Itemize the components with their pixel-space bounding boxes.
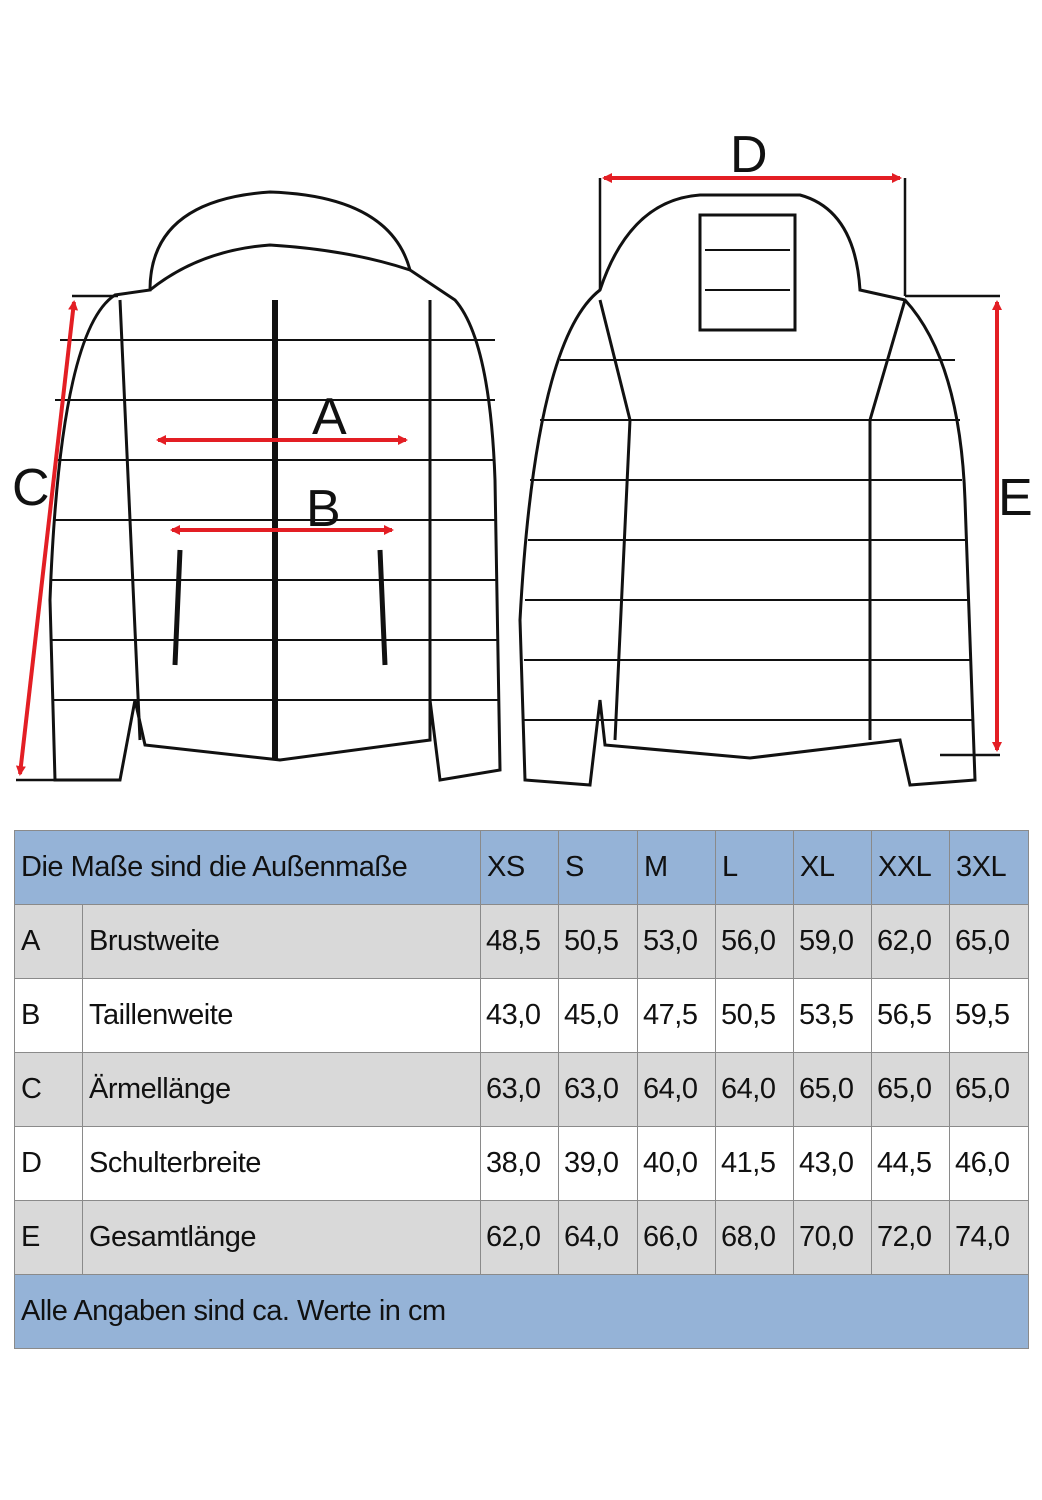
measurement-name: Taillenweite — [82, 978, 481, 1053]
size-value: 43,0 — [480, 978, 559, 1053]
size-value: 66,0 — [637, 1200, 716, 1275]
size-header-l: L — [715, 830, 794, 905]
size-header-xxl: XXL — [871, 830, 950, 905]
size-value: 65,0 — [793, 1052, 872, 1127]
size-value: 59,5 — [949, 978, 1029, 1053]
label-b: B — [306, 480, 341, 538]
size-value: 63,0 — [480, 1052, 559, 1127]
measurement-guide-lines — [16, 178, 1000, 782]
size-value: 65,0 — [949, 904, 1029, 979]
size-header-3xl: 3XL — [949, 830, 1029, 905]
size-header-xs: XS — [480, 830, 559, 905]
measurement-name: Ärmellänge — [82, 1052, 481, 1127]
measurement-name: Gesamtlänge — [82, 1200, 481, 1275]
size-value: 65,0 — [949, 1052, 1029, 1127]
size-value: 43,0 — [793, 1126, 872, 1201]
size-value: 53,5 — [793, 978, 872, 1053]
size-value: 65,0 — [871, 1052, 950, 1127]
size-value: 56,5 — [871, 978, 950, 1053]
size-value: 50,5 — [558, 904, 638, 979]
size-value: 48,5 — [480, 904, 559, 979]
jacket-front-illustration — [48, 190, 502, 782]
size-value: 45,0 — [558, 978, 638, 1053]
measurement-letter: D — [14, 1126, 83, 1201]
size-value: 50,5 — [715, 978, 794, 1053]
size-value: 74,0 — [949, 1200, 1029, 1275]
size-value: 38,0 — [480, 1126, 559, 1201]
label-d: D — [730, 126, 768, 184]
size-value: 56,0 — [715, 904, 794, 979]
jacket-measurement-diagram: A B C D E — [12, 126, 1033, 787]
measurement-name: Brustweite — [82, 904, 481, 979]
size-value: 64,0 — [637, 1052, 716, 1127]
size-value: 62,0 — [480, 1200, 559, 1275]
measurement-letter: B — [14, 978, 83, 1053]
jacket-back-illustration — [518, 193, 977, 787]
measurement-letter: E — [14, 1200, 83, 1275]
size-value: 41,5 — [715, 1126, 794, 1201]
size-value: 40,0 — [637, 1126, 716, 1201]
label-a: A — [312, 388, 347, 446]
size-value: 39,0 — [558, 1126, 638, 1201]
size-value: 62,0 — [871, 904, 950, 979]
measurement-arrows — [15, 173, 1002, 776]
size-value: 44,5 — [871, 1126, 950, 1201]
size-value: 53,0 — [637, 904, 716, 979]
size-header-m: M — [637, 830, 716, 905]
measurement-letter: A — [14, 904, 83, 979]
size-header-xl: XL — [793, 830, 872, 905]
measurement-name: Schulterbreite — [82, 1126, 481, 1201]
size-value: 47,5 — [637, 978, 716, 1053]
table-footer-note: Alle Angaben sind ca. Werte in cm — [14, 1274, 1029, 1349]
size-value: 70,0 — [793, 1200, 872, 1275]
size-header-s: S — [558, 830, 638, 905]
size-value: 72,0 — [871, 1200, 950, 1275]
size-value: 63,0 — [558, 1052, 638, 1127]
size-value: 59,0 — [793, 904, 872, 979]
table-footer-row: Alle Angaben sind ca. Werte in cm — [14, 1274, 1029, 1349]
arrow-c — [15, 300, 79, 776]
size-value: 64,0 — [558, 1200, 638, 1275]
measurement-letter: C — [14, 1052, 83, 1127]
table-title: Die Maße sind die Außenmaße — [14, 830, 481, 905]
label-e: E — [998, 469, 1033, 527]
size-value: 64,0 — [715, 1052, 794, 1127]
label-c: C — [12, 459, 50, 517]
size-value: 68,0 — [715, 1200, 794, 1275]
size-value: 46,0 — [949, 1126, 1029, 1201]
